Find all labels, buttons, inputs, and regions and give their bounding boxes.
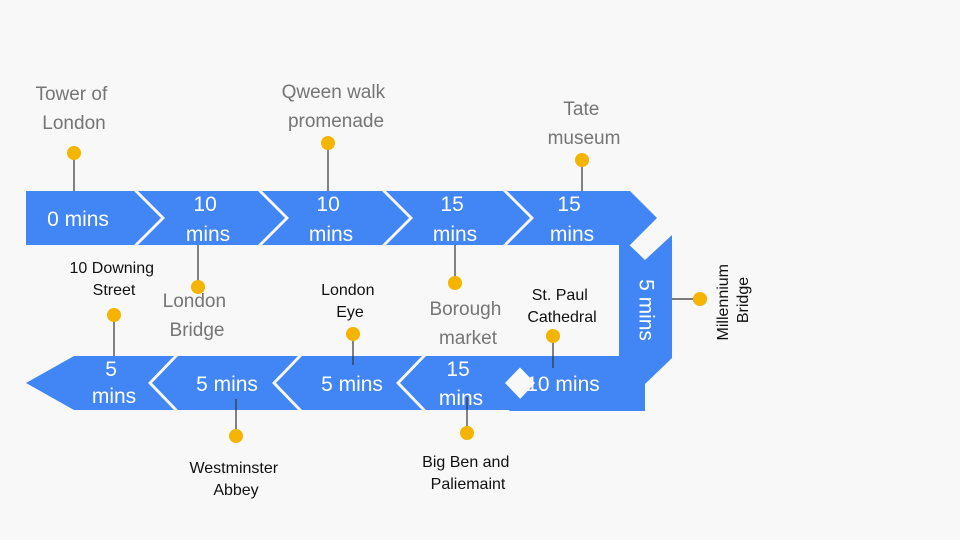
stop-dot-tate-museum bbox=[575, 153, 589, 167]
bottom-segment-3 bbox=[276, 356, 422, 410]
top-segment-labels: 0 mins 10 mins 10 mins 15 mins 15 mins bbox=[47, 193, 594, 246]
stop-label-tate-museum: Tate museum bbox=[548, 99, 621, 149]
bottom-row-arrow bbox=[26, 356, 645, 411]
top-segment-2-label: 10 mins bbox=[186, 193, 230, 246]
top-row-arrow bbox=[26, 191, 657, 245]
bottom-segment-labels: 10 mins 15 mins 5 mins 5 mins 5 mins bbox=[92, 358, 600, 410]
bottom-segment-1 bbox=[509, 356, 645, 411]
stop-label-westminster-abbey: Westminster Abbey bbox=[189, 460, 282, 499]
top-segment-1 bbox=[26, 191, 161, 245]
stop-label-big-ben: Big Ben and Paliemaint bbox=[422, 454, 514, 493]
bottom-segment-4-label: 5 mins bbox=[196, 373, 258, 396]
stop-dot-qween-walk bbox=[321, 136, 335, 150]
top-segment-5-label: 15 mins bbox=[550, 193, 594, 246]
bottom-segment-4 bbox=[152, 356, 298, 410]
stop-dot-borough-market bbox=[448, 276, 462, 290]
stop-label-london-bridge: London Bridge bbox=[163, 291, 232, 341]
stop-dot-millennium-bridge bbox=[693, 292, 707, 306]
stop-label-millennium-bridge: Millennium Bridge bbox=[715, 260, 752, 341]
stop-labels: Tower of London Qween walk promenade Tat… bbox=[35, 82, 752, 499]
stop-label-st-paul: St. Paul Cathedral bbox=[527, 287, 596, 326]
stop-dot-big-ben bbox=[460, 426, 474, 440]
top-segment-5 bbox=[507, 191, 657, 245]
bottom-segment-1-label: 10 mins bbox=[526, 373, 600, 396]
right-turn-arrow: 5 mins bbox=[619, 235, 672, 384]
stop-label-downing-street: 10 Downing Street bbox=[70, 260, 159, 299]
right-segment bbox=[619, 235, 672, 384]
stop-dot-london-bridge bbox=[191, 280, 205, 294]
stop-label-borough-market: Borough market bbox=[429, 299, 506, 349]
right-segment-label: 5 mins bbox=[634, 279, 657, 341]
top-segment-1-label: 0 mins bbox=[47, 208, 109, 231]
stop-label-qween-walk: Qween walk promenade bbox=[282, 82, 391, 132]
stop-dot-st-paul bbox=[546, 329, 560, 343]
bottom-segment-5 bbox=[26, 356, 174, 410]
top-segment-2 bbox=[138, 191, 285, 245]
bottom-segment-5-label: 5 mins bbox=[92, 358, 136, 408]
stop-dot-tower-of-london bbox=[67, 146, 81, 160]
stop-label-london-eye: London Eye bbox=[321, 282, 379, 321]
top-segment-4 bbox=[386, 191, 530, 245]
stop-dot-london-eye bbox=[346, 327, 360, 341]
stop-dot-westminster-abbey bbox=[229, 429, 243, 443]
bottom-segment-2 bbox=[400, 356, 531, 410]
top-segment-4-label: 15 mins bbox=[433, 193, 477, 246]
stop-dot-downing-street bbox=[107, 308, 121, 322]
top-segment-3 bbox=[262, 191, 409, 245]
top-segment-3-label: 10 mins bbox=[309, 193, 353, 246]
stop-label-tower-of-london: Tower of London bbox=[35, 84, 112, 134]
bottom-segment-2-label: 15 mins bbox=[439, 358, 483, 410]
stop-markers bbox=[67, 136, 707, 443]
bottom-segment-3-label: 5 mins bbox=[321, 373, 383, 396]
